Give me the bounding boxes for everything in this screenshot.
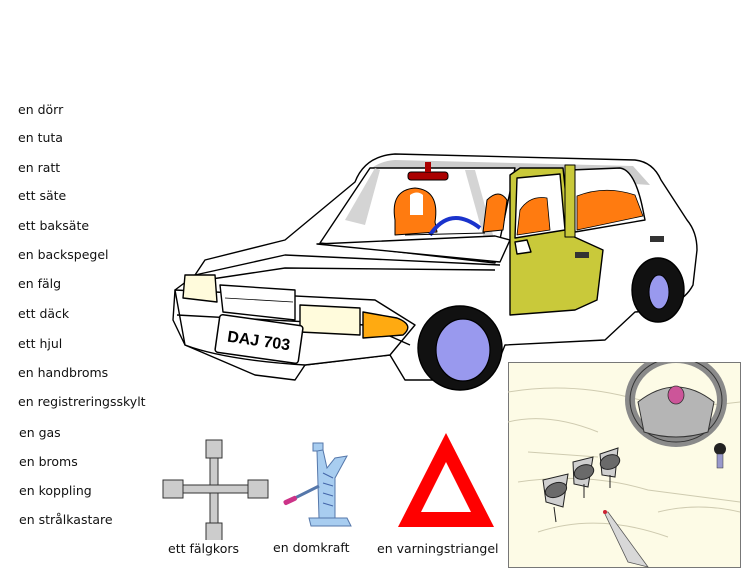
word-headlight: en strålkastare bbox=[19, 512, 113, 527]
word-handbrake: en handbroms bbox=[18, 365, 109, 380]
interior-illustration bbox=[508, 362, 741, 568]
vocabulary-list: en dörr en tuta en ratt ett säte ett bak… bbox=[18, 0, 168, 540]
wheel-wrench-label: ett fälgkors bbox=[168, 541, 240, 556]
word-wheel: ett hjul bbox=[18, 336, 63, 351]
car-illustration: DAJ 703 bbox=[172, 153, 698, 391]
word-seat: ett säte bbox=[18, 188, 67, 203]
headlight-left bbox=[182, 274, 218, 303]
word-horn: en tuta bbox=[18, 130, 63, 145]
word-tire: ett däck bbox=[18, 306, 70, 321]
word-door: en dörr bbox=[18, 102, 64, 117]
wheel-wrench-illustration bbox=[162, 439, 269, 540]
horn-button bbox=[667, 385, 685, 405]
word-steering-wheel: en ratt bbox=[18, 160, 61, 175]
car-jack-illustration bbox=[283, 442, 352, 527]
interior-steering-wheel bbox=[625, 362, 727, 447]
rearview-mirror bbox=[407, 171, 449, 181]
warning-triangle-label: en varningstriangel bbox=[377, 541, 499, 556]
word-license-plate: en registreringsskylt bbox=[18, 394, 146, 409]
side-mirror bbox=[514, 239, 532, 255]
word-accelerator: en gas bbox=[19, 425, 61, 440]
license-plate bbox=[214, 313, 304, 365]
word-rearview-mirror: en backspegel bbox=[18, 247, 109, 262]
back-seat bbox=[576, 189, 644, 231]
handbrake bbox=[603, 510, 649, 568]
hubcap-front bbox=[435, 318, 491, 382]
steering-wheel bbox=[428, 216, 482, 237]
car-jack-label: en domkraft bbox=[273, 540, 350, 555]
warning-triangle-illustration bbox=[398, 433, 494, 527]
headlight-right bbox=[299, 304, 361, 336]
hubcap-rear bbox=[648, 274, 670, 310]
turn-signal bbox=[362, 311, 409, 339]
pedals bbox=[542, 447, 621, 523]
word-brake: en broms bbox=[19, 454, 78, 469]
word-clutch: en koppling bbox=[19, 483, 92, 498]
gear-stick bbox=[714, 443, 726, 469]
word-back-seat: ett baksäte bbox=[18, 218, 90, 233]
word-rim: en fälg bbox=[18, 276, 62, 291]
